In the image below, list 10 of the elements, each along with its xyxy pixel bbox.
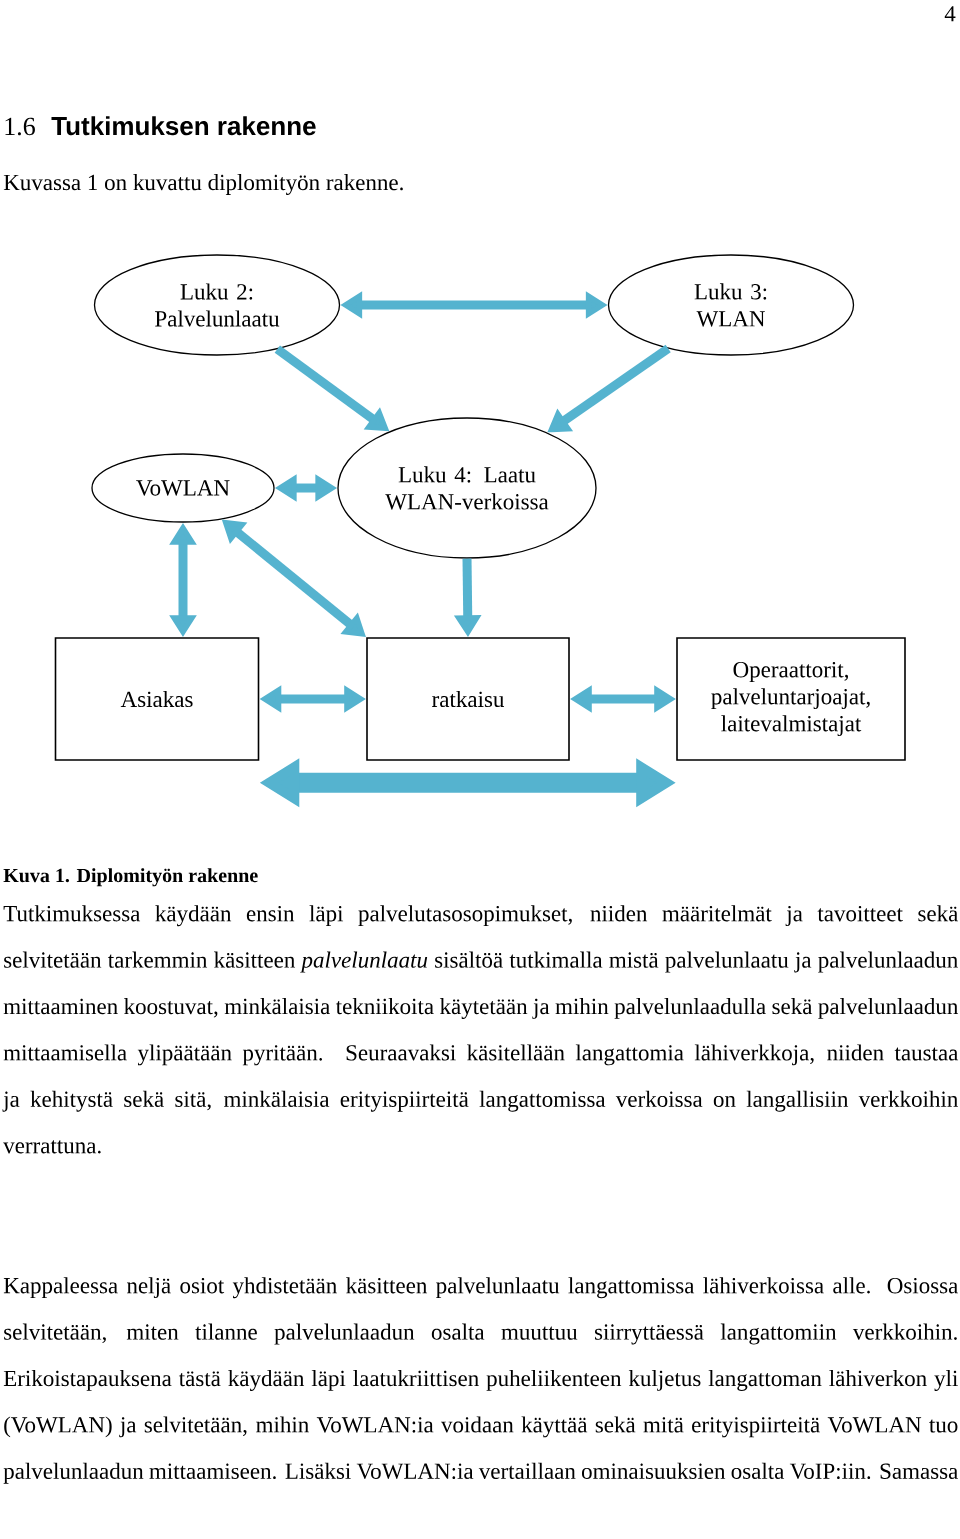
section-heading: Tutkimuksen rakenne: [51, 116, 316, 136]
section-number: 1.6: [5, 117, 35, 136]
figure-caption: Kuva 1. Diplomityön rakenne: [3, 868, 258, 887]
body-paragraph: Kappaleessa neljä osiot yhdistetään käsitteen palvelunlaatu langattomissa lähiverkoissa alle. Osiossa selvitetään, miten tilanne palvelunlaadun osalta muuttuu siirryttäessä langattomiin verkkoihin. Erikoistapauksena tästä käydään läpi laatukriittisen puheliikenteen kuljetus langattoman lähiverkon yli (VoWLAN) ja selvitetään, mihin VoWLAN:ia voidaan käyttää sekä mitä erityispiirteitä VoWLAN tuo palvelunlaadun mittaamiseen. Lisäksi VoWLAN:ia vertaillaan ominaisuuksien osalta VoIP:iin. Samassa: [3, 1277, 958, 1484]
body-paragraph: Tutkimuksessa käydään ensin läpi palvelutasosopimukset, niiden määritelmät ja tavoitteet sekä selvitetään tarkemmin käsitteen palvelunlaatu sisältöä tutkimalla mistä palvelunlaatu ja palvelunlaadun mittaaminen koostuvat, minkälaisia tekniikoita käytetään ja mihin palvelunlaadulla sekä palvelunlaadun mittaamisella ylipäätään pyritään. Seuraavaksi käsitellään langattomia lähiverkkoja, niiden taustaa ja kehitystä sekä sitä, minkälaisia erityispiirteitä langattomissa verkoissa on langallisiin verkkoihin verrattuna.: [2, 905, 959, 1154]
stakeholder-box: Asiakas: [54, 637, 260, 761]
stakeholder-box: ratkaisu: [366, 637, 570, 761]
stakeholder-box: Operaattorit, palveluntarjoajat, laitevalmistajat: [676, 637, 906, 761]
page-number: 4: [944, 6, 956, 22]
intro-sentence: Kuvassa 1 on kuvattu diplomityön rakenne.: [3, 174, 403, 195]
